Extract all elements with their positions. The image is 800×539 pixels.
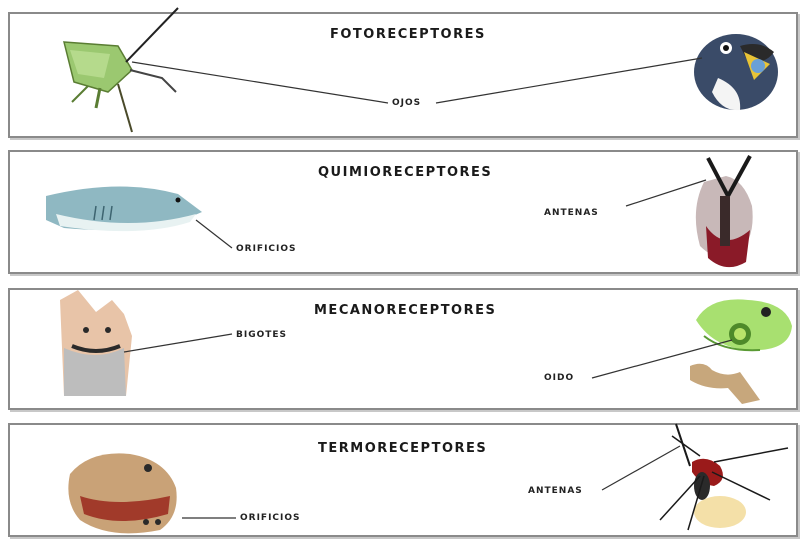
label-antenas-mosquito: ANTENAS [528,486,583,496]
label-oido: OIDO [544,373,574,383]
cat-illustration [60,290,132,396]
snake-illustration [68,453,176,533]
label-ojos: OJOS [392,98,421,108]
title-termoreceptores: TERMORECEPTORES [318,441,487,456]
frog-illustration [690,299,792,404]
title-fotoreceptores: FOTORECEPTORES [330,27,486,42]
moth-illustration [696,156,753,267]
label-bigotes: BIGOTES [236,330,287,340]
label-orificios-shark: ORIFICIOS [236,244,297,254]
grasshopper-illustration [64,8,178,132]
label-antenas-moth: ANTENAS [544,208,599,218]
shark-illustration [46,186,202,231]
title-mecanoreceptores: MECANORECEPTORES [314,303,496,318]
mosquito-illustration [660,424,788,530]
title-quimioreceptores: QUIMIORECEPTORES [318,165,492,180]
bird-illustration [694,34,778,110]
label-orificios-snake: ORIFICIOS [240,513,301,523]
